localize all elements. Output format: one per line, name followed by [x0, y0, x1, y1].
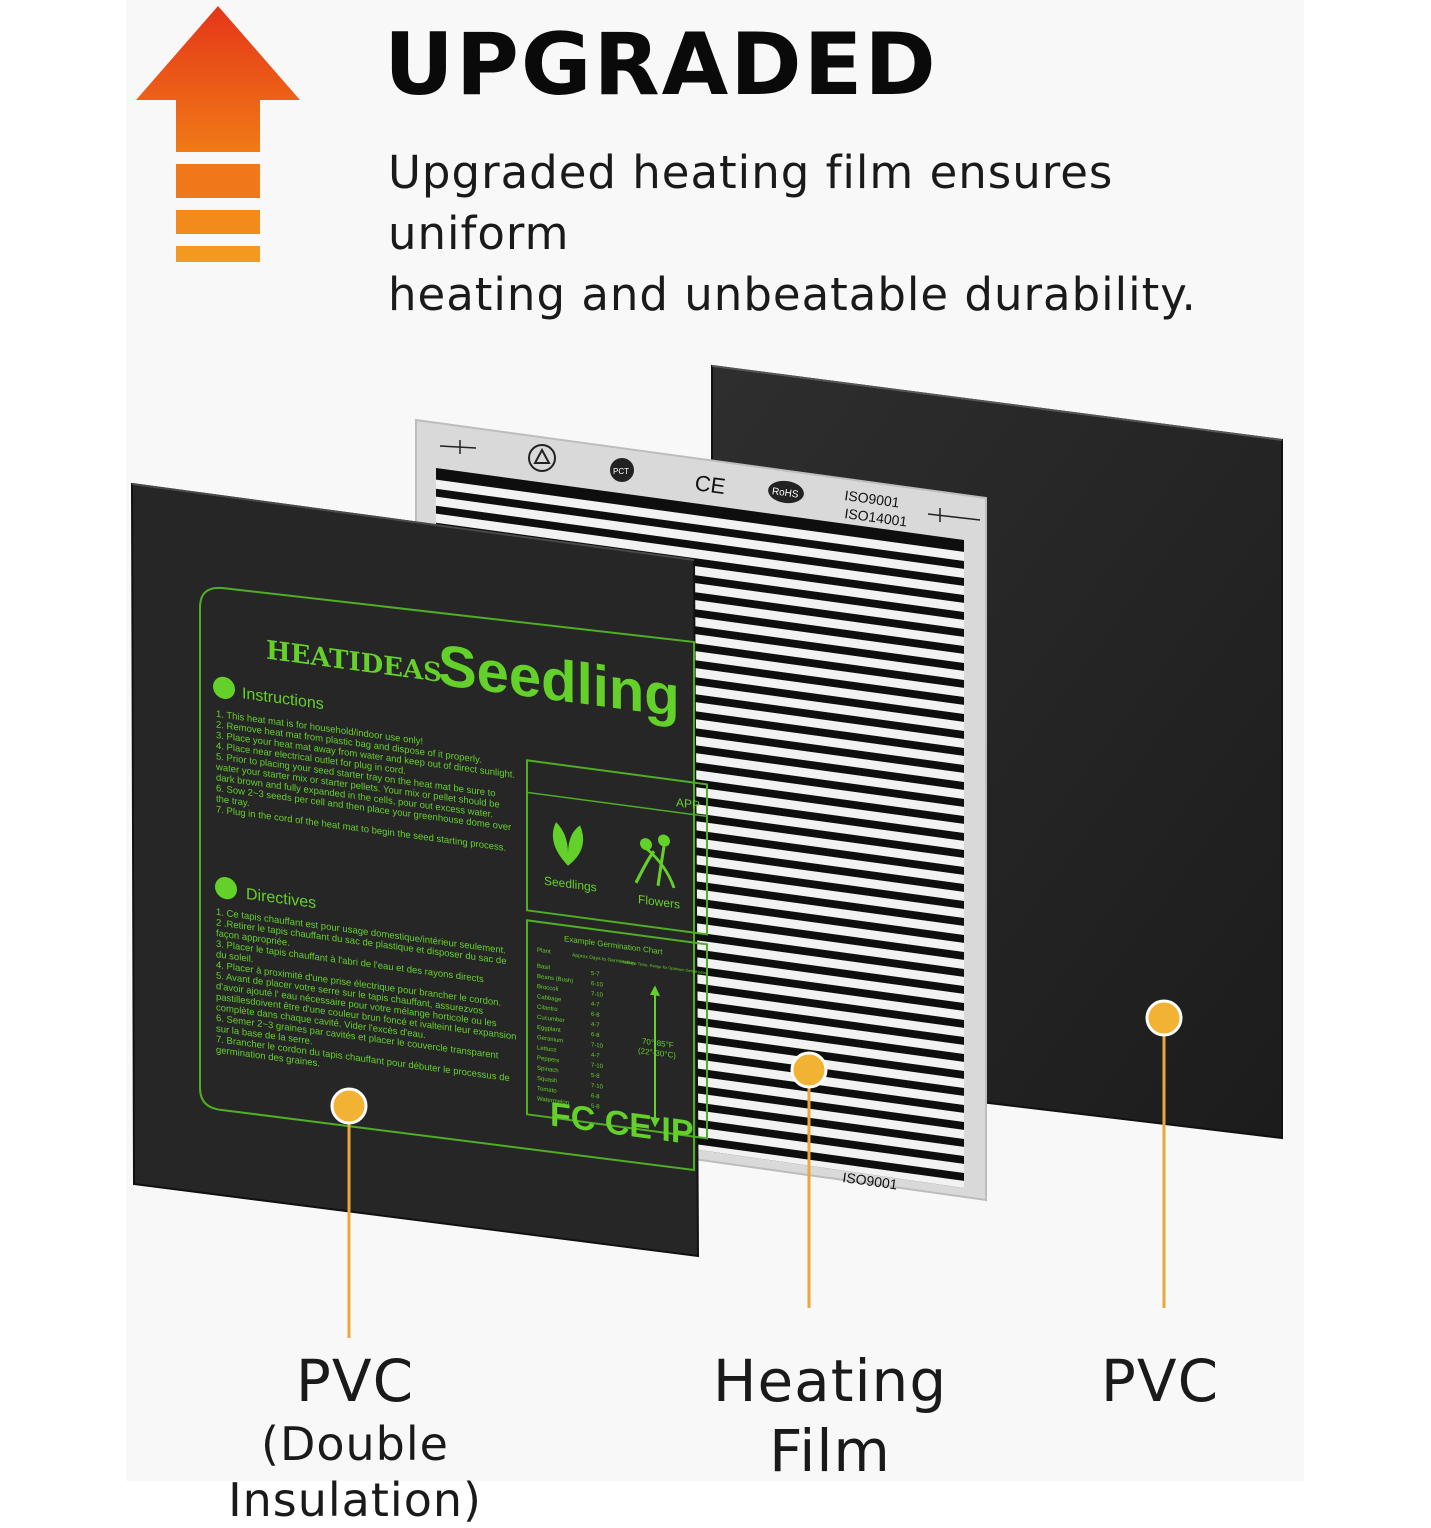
chart-days-cell: 6-8 [591, 1012, 600, 1019]
chart-plant-cell: Beans (Bush) [537, 974, 573, 985]
book-icon-2 [215, 877, 237, 900]
chart-plant-cell: Cilantro [537, 1004, 558, 1013]
film-stripe [436, 511, 964, 599]
chart-plant-cell: Eggplant [537, 1025, 561, 1034]
chart-days-cell: 7-10 [591, 1083, 604, 1091]
germination-chart-rows: Basil 5-7 Beans (Bush) 6-10 Broccoli 7-10 Cabb… [537, 964, 604, 1111]
chart-col-plant: Plant [537, 948, 551, 956]
label-left: PVC (Double Insulation) [150, 1346, 560, 1528]
label-right: PVC [1040, 1346, 1280, 1416]
chart-days-cell: 7-10 [591, 1063, 604, 1071]
callout-dot-middle [790, 1051, 828, 1089]
film-stripe [436, 477, 964, 565]
chart-plant-cell: Spinach [537, 1066, 559, 1075]
chart-days-cell: 4-7 [591, 1022, 600, 1029]
label-middle-line-1: Heating [712, 1347, 948, 1415]
label-right-title: PVC [1100, 1347, 1220, 1415]
subtitle-line-1: Upgraded heating film ensures uniform [388, 146, 1114, 260]
chart-days-cell: 7-10 [591, 1042, 604, 1050]
film-iso-bottom: ISO9001 [842, 1169, 899, 1192]
chart-days-cell: 5-7 [591, 971, 600, 978]
chart-days-cell: 4-7 [591, 1052, 600, 1059]
upgrade-arrow-icon [136, 6, 300, 262]
chart-days-cell: 5-8 [591, 1103, 600, 1110]
chart-plant-cell: Peppers [537, 1055, 559, 1064]
callout-dot-left [330, 1087, 368, 1125]
subtitle-line-2: heating and unbeatable durability. [388, 268, 1197, 321]
pct-icon: PCT [610, 458, 634, 482]
callout-dot-right [1145, 999, 1183, 1037]
film-stripe [436, 494, 964, 582]
mat.directives-line: du soleil. [216, 949, 253, 965]
film-pct-text: PCT [613, 467, 629, 476]
film-ce-mark: CE [693, 470, 727, 499]
film-rohs-text: RoHS [771, 486, 799, 501]
mat.instructions-line: the tray. [216, 794, 250, 809]
mat-print: HEATIDEAS Seedling Instructions 1. This … [213, 633, 708, 1153]
flower-icon [634, 834, 676, 889]
chart-temp-f: 70°-85°F [642, 1037, 674, 1050]
chart-days-cell: 5-8 [591, 1073, 600, 1080]
chart-plant-cell: Geranium [537, 1035, 563, 1044]
label-left-title: PVC [295, 1347, 415, 1415]
chart-days-cell: 7-10 [591, 991, 604, 999]
chart-plant-cell: Cabbage [537, 994, 562, 1003]
rohs-icon: RoHS [768, 480, 804, 504]
chart-days-cell: 6-8 [591, 1093, 600, 1100]
label-left-subtitle: (Double Insulation) [228, 1417, 482, 1527]
layer-illustration: ISO9001 ISO14001 ISO9001 CE RoHS PCT [130, 364, 1283, 1338]
cut-mark-left-icon [439, 440, 477, 454]
cut-mark-right-icon [927, 508, 981, 522]
chart-days-cell: 6-8 [591, 1032, 600, 1039]
chart-days-cell: 4-7 [591, 1001, 600, 1008]
page-title: UPGRADED [384, 15, 938, 115]
front-pvc-mat: HEATIDEAS Seedling Instructions 1. This … [130, 482, 708, 1258]
page-subtitle: Upgraded heating film ensures uniform he… [388, 142, 1308, 325]
triangle-cert-icon [528, 444, 556, 472]
chart-plant-cell: Tomato [537, 1086, 557, 1095]
chart-plant-cell: Broccoli [537, 984, 558, 993]
app-fragment: APP [676, 795, 700, 812]
chart-plant-cell: Squash [537, 1076, 557, 1085]
label-middle-line-2: Film [769, 1417, 891, 1485]
label-middle: Heating Film [680, 1346, 980, 1486]
film-iso-top-1: ISO9001 [844, 487, 901, 510]
chart-plant-cell: Watermelon [537, 1096, 569, 1106]
flowers-label: Flowers [638, 892, 680, 912]
chart-plant-cell: Cucumber [537, 1015, 565, 1025]
book-icon [213, 676, 235, 699]
seedling-icon [553, 822, 583, 866]
chart-plant-cell: Lettuce [537, 1045, 557, 1054]
chart-plant-cell: Basil [537, 964, 550, 972]
chart-days-cell: 6-10 [591, 981, 604, 989]
